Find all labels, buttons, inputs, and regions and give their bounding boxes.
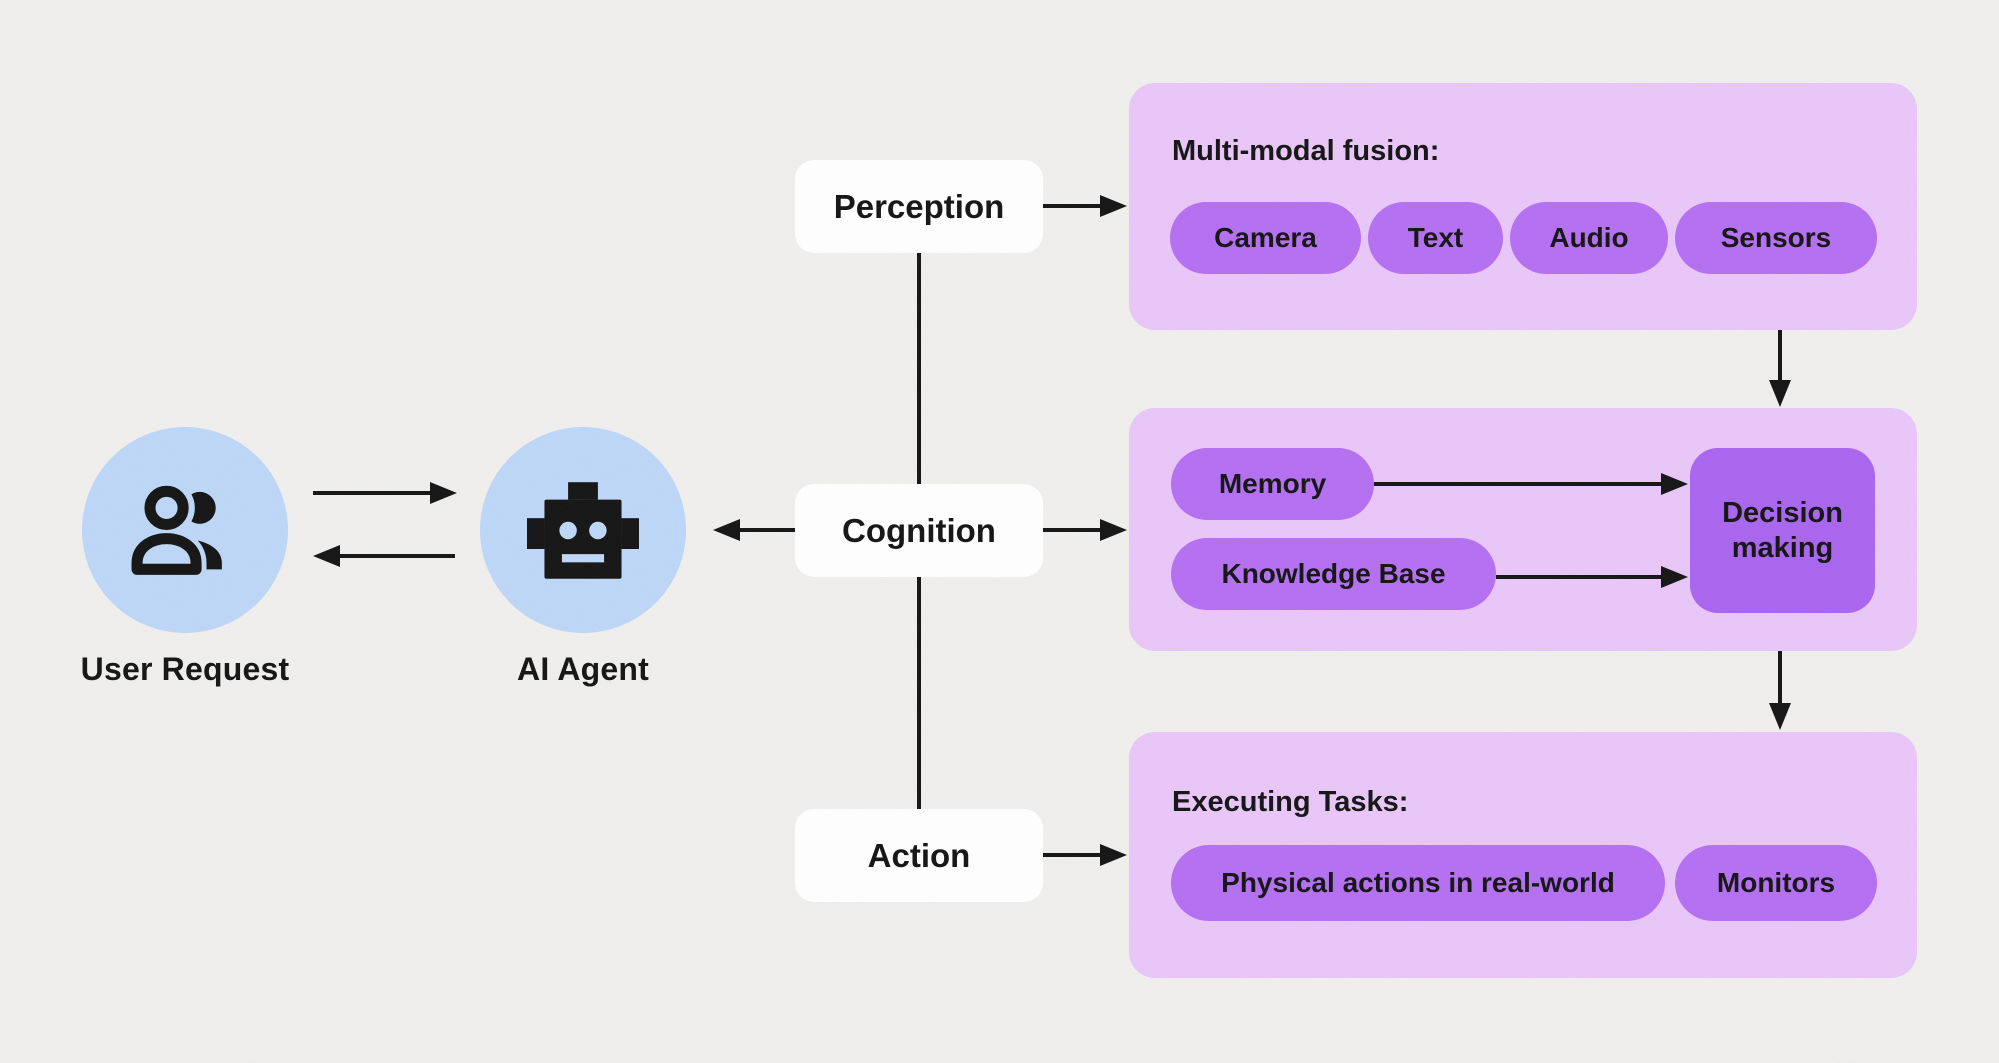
- action-panel: Executing Tasks: Physical actions in rea…: [1129, 732, 1917, 978]
- perception-panel: Multi-modal fusion: Camera Text Audio Se…: [1129, 83, 1917, 330]
- stage-action: Action: [795, 809, 1043, 902]
- pill-monitors: Monitors: [1675, 845, 1877, 921]
- stage-perception: Perception: [795, 160, 1043, 253]
- decision-making-label: Decision making: [1722, 496, 1843, 564]
- pill-sensors: Sensors: [1675, 202, 1877, 274]
- decision-making-box: Decision making: [1690, 448, 1875, 613]
- pill-text: Text: [1368, 202, 1503, 274]
- ai-agent-label: AI Agent: [517, 651, 649, 687]
- user-request-node: [82, 427, 288, 633]
- action-panel-title: Executing Tasks:: [1172, 786, 1409, 818]
- stage-cognition: Cognition: [795, 484, 1043, 577]
- stage-action-label: Action: [867, 836, 971, 874]
- pill-knowledge-base-label: Knowledge Base: [1221, 558, 1446, 589]
- user-request-label: User Request: [80, 651, 290, 687]
- pill-knowledge-base: Knowledge Base: [1171, 538, 1496, 610]
- user-group-icon: [131, 485, 222, 575]
- stage-cognition-label: Cognition: [842, 511, 996, 549]
- pill-text-label: Text: [1407, 222, 1464, 253]
- perception-panel-title: Multi-modal fusion:: [1172, 135, 1440, 167]
- pill-physical-actions: Physical actions in real-world: [1171, 845, 1665, 921]
- pill-audio-label: Audio: [1549, 222, 1629, 253]
- pill-camera-label: Camera: [1214, 222, 1317, 253]
- stage-perception-label: Perception: [833, 187, 1005, 225]
- cognition-panel: Memory Knowledge Base Decision making: [1129, 408, 1917, 651]
- pill-camera: Camera: [1170, 202, 1361, 274]
- robot-icon: [527, 481, 639, 579]
- pill-sensors-label: Sensors: [1720, 222, 1832, 253]
- pill-memory-label: Memory: [1218, 468, 1327, 499]
- ai-agent-node: [480, 427, 686, 633]
- pill-monitors-label: Monitors: [1716, 867, 1836, 898]
- pill-memory: Memory: [1171, 448, 1374, 520]
- pill-physical-actions-label: Physical actions in real-world: [1221, 867, 1615, 898]
- pill-audio: Audio: [1510, 202, 1668, 274]
